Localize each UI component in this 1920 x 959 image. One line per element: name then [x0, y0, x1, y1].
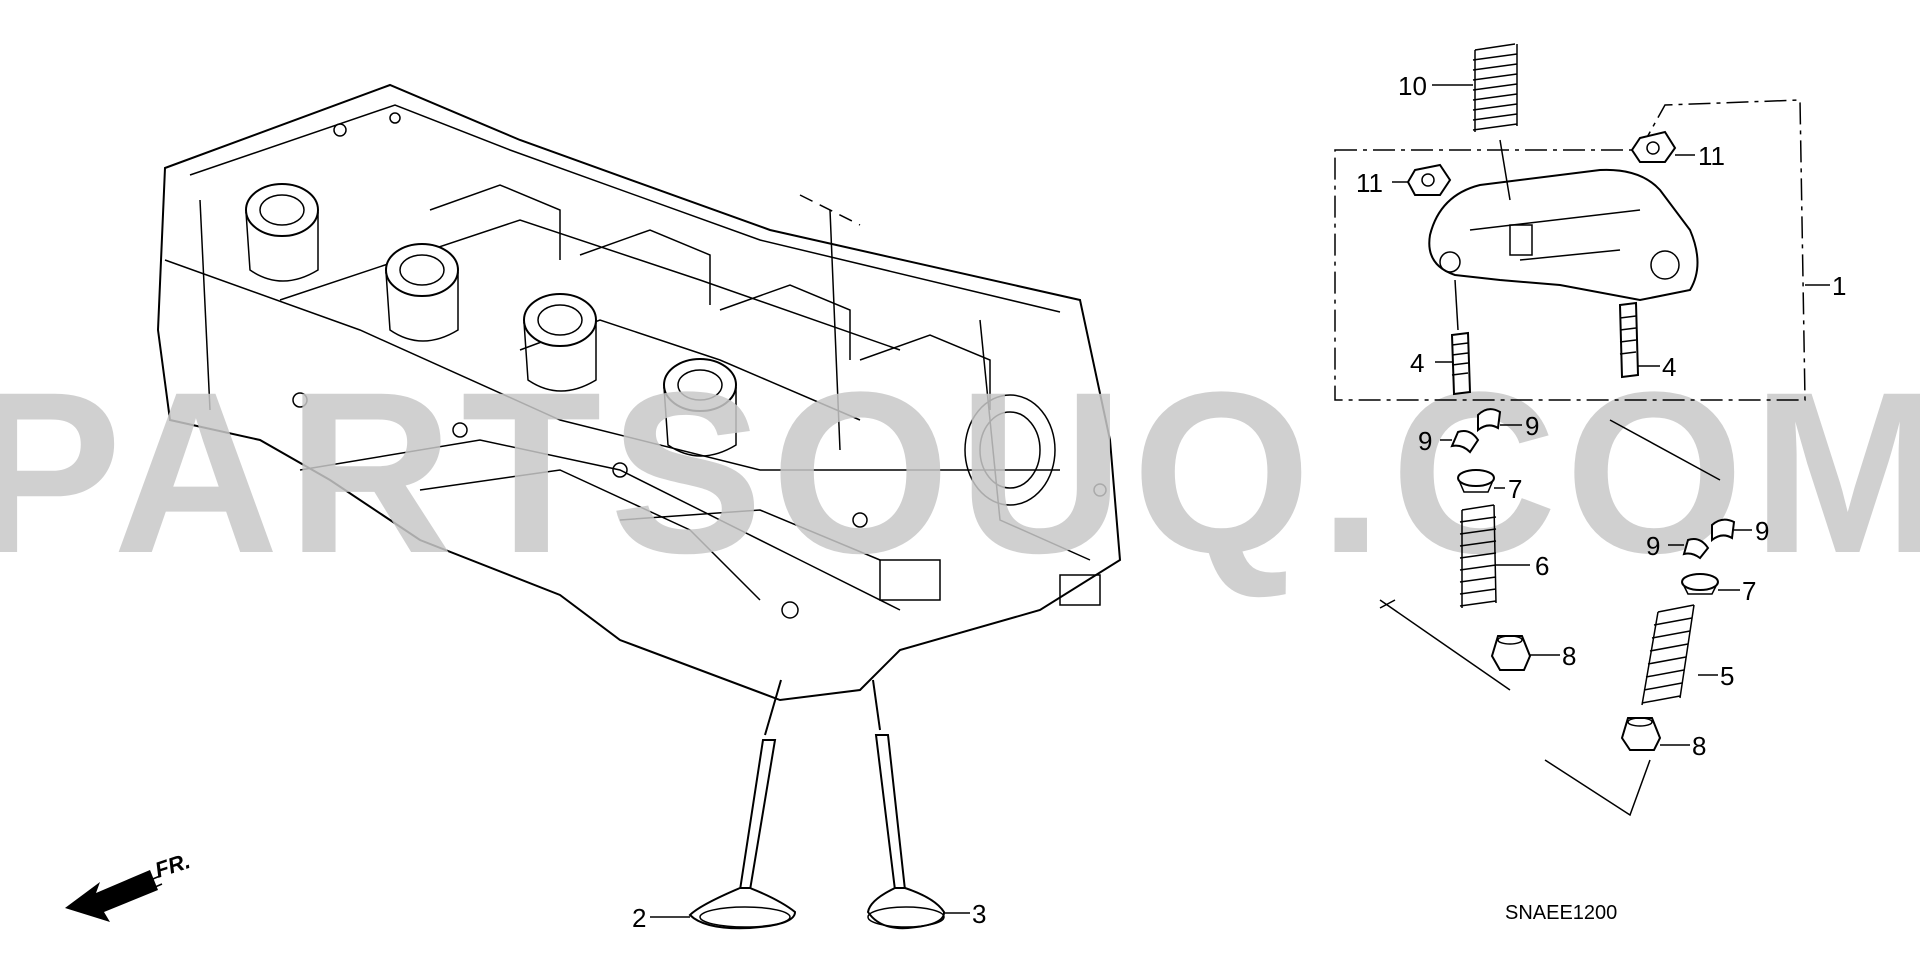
callout-11-right: 11: [1698, 141, 1725, 171]
callout-8-upper: 8: [1562, 641, 1576, 671]
callout-9-a: 9: [1525, 411, 1539, 441]
adjusting-screw-left: [1450, 279, 1472, 396]
front-direction-indicator: FR.: [65, 848, 193, 922]
callout-3: 3: [972, 899, 986, 929]
callout-11-left: 11: [1356, 168, 1383, 198]
valve-cotter-lower-pair: [1682, 518, 1736, 560]
callout-10: 10: [1398, 71, 1427, 101]
lock-nut-left: [1406, 163, 1452, 196]
spring-retainer-lower: [1681, 573, 1719, 595]
lock-nut-right: [1630, 130, 1677, 163]
intake-valve-spring: [1459, 504, 1497, 608]
rocker-arm: [1428, 168, 1699, 302]
guide-line-exhaust: [1544, 759, 1651, 817]
callout-6: 6: [1535, 551, 1549, 581]
callout-1: 1: [1832, 271, 1846, 301]
callout-7-upper: 7: [1508, 474, 1522, 504]
callout-7-lower: 7: [1742, 576, 1756, 606]
callout-4-left: 4: [1410, 348, 1424, 378]
spring-retainer-upper: [1457, 469, 1495, 493]
guide-line-intake: [1379, 599, 1511, 691]
callout-4-right: 4: [1662, 352, 1676, 382]
valve-cotter-upper-pair: [1450, 408, 1502, 454]
exhaust-valve: [866, 679, 945, 930]
exhaust-valve-spring: [1641, 604, 1695, 706]
rocker-spring: [1472, 43, 1518, 201]
cylinder-head: [156, 83, 1122, 702]
callout-2: 2: [632, 903, 646, 933]
callout-8-lower: 8: [1692, 731, 1706, 761]
adjusting-screw-right: [1618, 301, 1640, 379]
front-label: FR.: [152, 848, 193, 883]
callout-9-d: 9: [1755, 516, 1769, 546]
diagram-code: SNAEE1200: [1505, 902, 1617, 924]
callout-9-c: 9: [1646, 531, 1660, 561]
front-arrow-icon: [65, 870, 158, 922]
callout-9-b: 9: [1418, 426, 1432, 456]
guide-tick: [1379, 599, 1396, 609]
guide-line-rocker: [1609, 419, 1721, 481]
callout-leaders: [650, 84, 1830, 918]
callout-5: 5: [1720, 661, 1734, 691]
stem-seal-exhaust: [1620, 717, 1662, 751]
intake-valve: [688, 679, 797, 930]
watermark-text: PARTSOUQ.COM: [0, 344, 1920, 601]
stem-seal-intake: [1490, 635, 1532, 671]
